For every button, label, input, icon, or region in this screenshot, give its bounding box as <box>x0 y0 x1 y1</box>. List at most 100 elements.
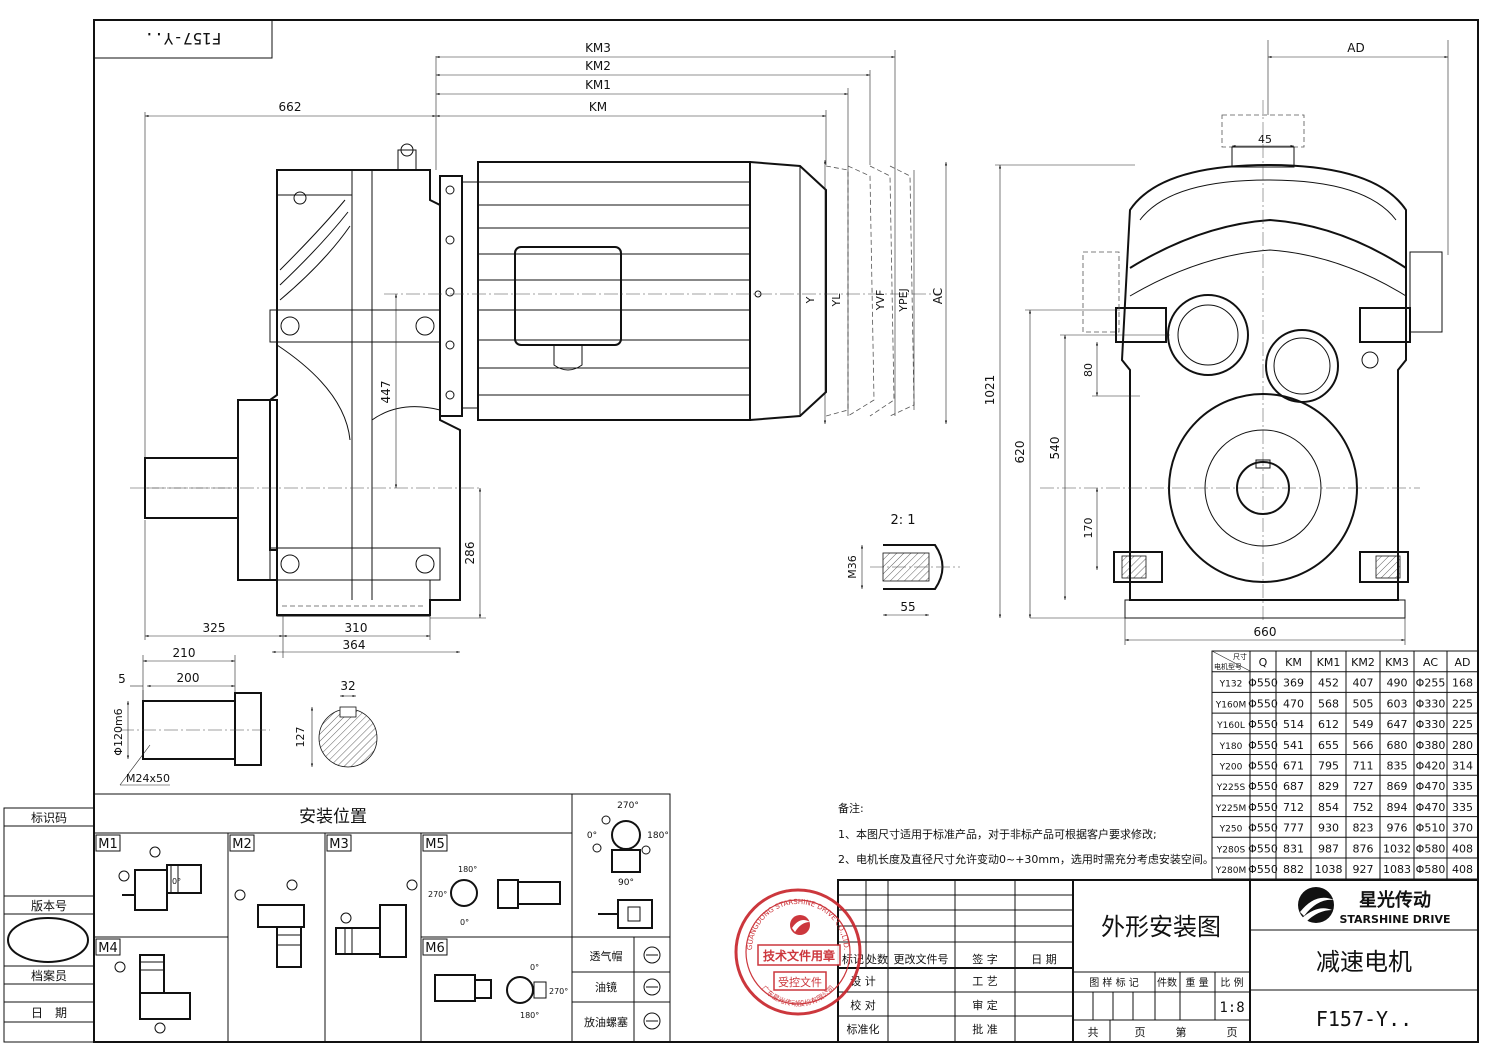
m1-angle: 0° <box>172 877 181 886</box>
table-motor-model: Y225M <box>1215 804 1246 814</box>
mini-m1: 0° <box>118 846 202 911</box>
table-motor-model: Y280S <box>1216 845 1246 855</box>
table-cell: 408 <box>1452 842 1473 855</box>
table-cell: Φ470 <box>1416 801 1446 814</box>
table-cell: 1083 <box>1383 863 1411 876</box>
red-stamp: GUANGDONG STARSHINE DRIVE CO.,LTD. 广东星光传… <box>734 888 862 1016</box>
angle-90: 90° <box>618 878 634 888</box>
dim-m36: M36 <box>846 555 859 579</box>
title-block: 标记 处数 更改文件号 签 字 日 期 设 计 校 对 标准化 工 艺 审 定 … <box>837 879 1479 1043</box>
dim-364: 364 <box>343 638 366 652</box>
table-motor-model: Y225S <box>1216 783 1246 793</box>
table-motor-model: Y280M <box>1215 866 1246 876</box>
sheet-page-label1: 页 <box>1135 1026 1146 1039</box>
mini-m2 <box>234 879 305 968</box>
drawing-title: 外形安装图 <box>1101 913 1221 941</box>
drain-plug-icon <box>643 1012 661 1030</box>
role-design: 设 计 <box>850 975 876 988</box>
table-cell: 680 <box>1387 739 1408 752</box>
table-header: KM2 <box>1351 656 1375 669</box>
shaft-detail: 210 200 5 Φ120m6 M24x50 32 127 <box>112 646 378 786</box>
scale-value: 1:8 <box>1219 1000 1244 1016</box>
table-cell: 407 <box>1353 677 1374 690</box>
dim-210: 210 <box>173 646 196 660</box>
orientation-key: 270° 0° 180° 90° <box>571 793 671 938</box>
table-cell: 280 <box>1452 739 1473 752</box>
detail-scale: 2: 1 <box>890 513 915 528</box>
mini-m6: 0° 270° 180° <box>434 963 568 1020</box>
m6-angle-0: 0° <box>530 963 539 972</box>
table-header: AC <box>1423 656 1438 669</box>
install-section: 安装位置 M1 M2 M3 M5 M4 M6 0° <box>93 793 573 1043</box>
dim-km3: KM3 <box>585 41 611 55</box>
table-cell: 882 <box>1283 863 1304 876</box>
table-cell: 655 <box>1318 739 1339 752</box>
table-cell: 225 <box>1452 718 1473 731</box>
table-cell: Φ550 <box>1248 822 1278 835</box>
dim-310: 310 <box>345 621 368 635</box>
table-cell: Φ550 <box>1248 677 1278 690</box>
role-check: 校 对 <box>850 998 876 1012</box>
left-sidebar: 标识码 版本号 档案员 日 期 <box>3 807 95 1043</box>
m5-angle-180: 180° <box>458 865 477 874</box>
install-title: 安装位置 <box>299 807 367 827</box>
table-cell: 612 <box>1318 718 1339 731</box>
thread-detail: 2: 1 M36 55 <box>846 513 960 617</box>
label-version: 版本号 <box>31 899 67 913</box>
table-motor-model: Y160M <box>1215 700 1246 710</box>
table-cell: 549 <box>1353 718 1374 731</box>
table-cell: 168 <box>1452 677 1473 690</box>
mini-m4 <box>114 954 191 1034</box>
dim-ac: AC <box>931 288 945 304</box>
side-view-dimensions: KM3 KM2 KM1 KM 662 Y YL YVF YPEJ AC 447 … <box>144 41 948 658</box>
table-cell: 1038 <box>1315 863 1343 876</box>
legend-drain-plug: 放油螺塞 <box>584 1015 628 1029</box>
table-cell: Φ550 <box>1248 718 1278 731</box>
dim-286: 286 <box>463 542 477 565</box>
table-cell: Φ330 <box>1416 718 1446 731</box>
table-motor-model: Y250 <box>1219 825 1243 835</box>
table-header: KM3 <box>1385 656 1409 669</box>
rev-h-doc: 更改文件号 <box>894 952 949 966</box>
dim-ad: AD <box>1347 41 1364 55</box>
table-cell: Φ550 <box>1248 780 1278 793</box>
dim-y: Y <box>804 296 817 304</box>
table-cell: 876 <box>1353 842 1374 855</box>
table-cell: 566 <box>1353 739 1374 752</box>
table-header: AD <box>1455 656 1471 669</box>
sample-weight: 重 量 <box>1185 976 1208 989</box>
dim-phi120: Φ120m6 <box>112 708 125 755</box>
dim-32: 32 <box>340 679 355 693</box>
table-corner-top: 尺寸 <box>1233 652 1247 661</box>
brand-cn: 星光传动 <box>1359 889 1431 911</box>
dim-447: 447 <box>379 381 393 404</box>
notes: 备注: 1、本图尺寸适用于标准产品，对于非标产品可根据客户要求修改; 2、电机长… <box>838 801 1214 866</box>
label-id-code: 标识码 <box>31 811 67 825</box>
table-cell: 335 <box>1452 801 1473 814</box>
brand-logo <box>1298 887 1334 923</box>
table-cell: Φ330 <box>1416 697 1446 710</box>
dim-325: 325 <box>203 621 226 635</box>
note-2: 2、电机长度及直径尺寸允许变动0~+30mm，选用时需充分考虑安装空间。 <box>838 852 1214 866</box>
m6-angle-180: 180° <box>520 1011 539 1020</box>
table-cell: Φ420 <box>1416 760 1446 773</box>
notes-heading: 备注: <box>838 801 864 815</box>
role-standard: 标准化 <box>847 1022 880 1036</box>
table-cell: 514 <box>1283 718 1304 731</box>
table-cell: Φ580 <box>1416 863 1446 876</box>
m5-angle-270: 270° <box>428 890 447 899</box>
role-review: 审 定 <box>972 998 998 1012</box>
sheet-border <box>93 19 1479 1043</box>
table-cell: 647 <box>1387 718 1408 731</box>
table-cell: 490 <box>1387 677 1408 690</box>
model-code: F157-Y.. <box>1316 1007 1412 1031</box>
table-cell: Φ580 <box>1416 842 1446 855</box>
legend: 透气帽 油镜 放油螺塞 <box>571 936 671 1043</box>
table-cell: 835 <box>1387 760 1408 773</box>
dim-540: 540 <box>1048 437 1062 460</box>
code-box-text: F157-Y.. <box>144 29 221 48</box>
dim-660: 660 <box>1254 625 1277 639</box>
table-cell: 752 <box>1353 801 1374 814</box>
table-motor-model: Y160L <box>1216 721 1245 731</box>
sample-count: 件数 <box>1157 976 1177 989</box>
